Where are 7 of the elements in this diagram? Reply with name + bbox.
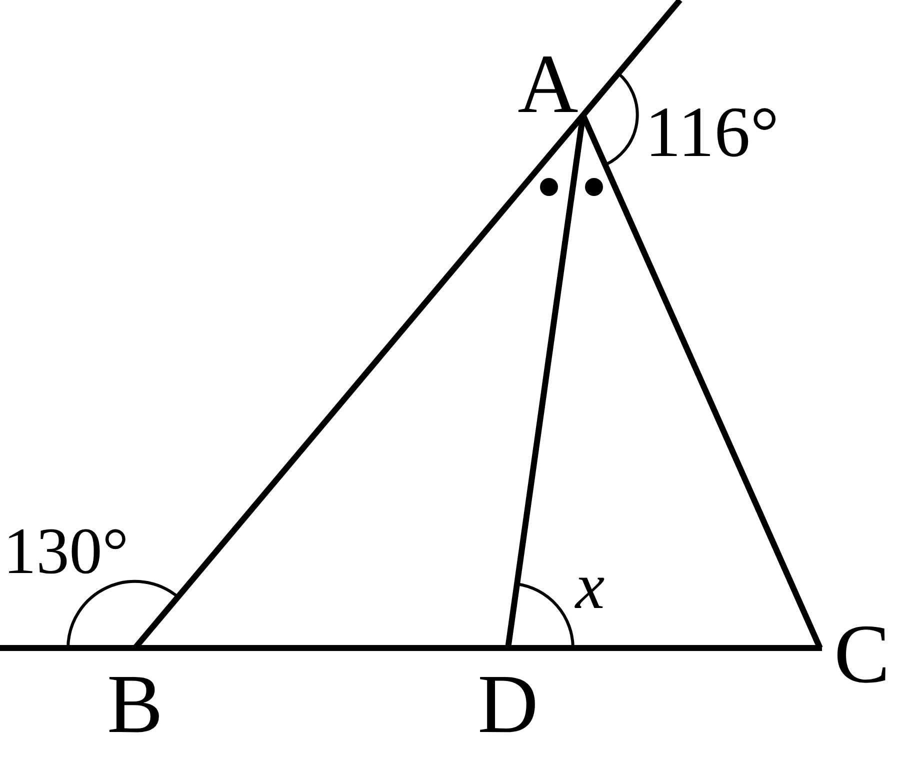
- point-label: C: [834, 613, 890, 697]
- point-label: A: [518, 43, 578, 127]
- point-label: D: [478, 663, 538, 747]
- angle-label: x: [575, 554, 605, 620]
- point-label: B: [106, 663, 164, 747]
- angle-label: 130°: [3, 519, 129, 585]
- angle-label: 116°: [644, 96, 780, 168]
